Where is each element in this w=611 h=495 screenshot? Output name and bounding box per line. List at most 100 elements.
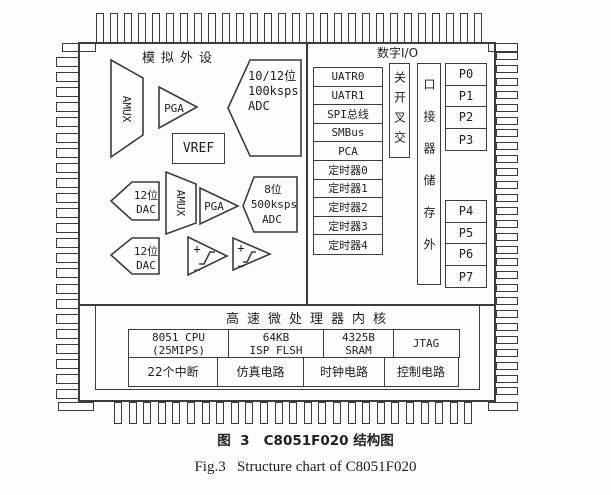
core-cell-clock-circuit: 时钟电路: [303, 357, 385, 387]
chip-pin: [496, 219, 518, 228]
adc12-line2: 100ksps: [248, 84, 299, 98]
analog-digital-divider: [306, 42, 308, 306]
external-memory-interface-label: 口接器储存外: [422, 78, 436, 270]
chip-pin: [496, 245, 518, 254]
digital-peripherals-stack: UATR0 UATR1 SPI总线 SMBus PCA 定时器0 定时器1 定时…: [313, 67, 383, 255]
external-memory-interface-block: 口接器储存外: [417, 63, 441, 285]
chip-pin: [496, 116, 518, 125]
chip-pin: [347, 402, 356, 424]
port-p2: P2: [446, 107, 486, 129]
figure-caption-english: Fig.3 Structure chart of C8051F020: [194, 459, 417, 475]
chip-pin: [496, 168, 518, 177]
core-cell-sram-line1: 4325B: [341, 330, 376, 344]
pga2-shape: [199, 186, 240, 226]
chip-package-outline: [78, 42, 496, 402]
comparator1-hysteresis-icon: [199, 251, 215, 265]
amux1-shape: [110, 58, 144, 159]
amux1-label: AMUX: [120, 96, 133, 123]
dac1-shape: [109, 181, 160, 221]
peripheral-uart0: UATR0: [314, 68, 382, 87]
chip-pin: [274, 402, 283, 424]
chip-pin: [496, 284, 518, 293]
chip-pin: [496, 232, 518, 241]
core-cell-jtag: JTAG: [392, 329, 460, 358]
chip-pin: [496, 297, 518, 306]
digital-io-title: 数字I/O: [376, 46, 419, 60]
core-cell-debug-circuit: 仿真电路: [216, 357, 305, 387]
port-p0: P0: [446, 64, 486, 86]
core-cell-sram-line2: SRAM: [345, 343, 372, 357]
chip-pin: [289, 402, 298, 424]
dac1-line1: 12位: [134, 188, 158, 202]
peripheral-timer2: 定时器2: [314, 198, 382, 217]
figure-caption-chinese: 图 3 C8051F020 结构图: [217, 433, 394, 449]
chip-pin: [230, 402, 239, 424]
core-cell-8051-cpu-line1: 8051 CPU: [152, 330, 205, 344]
chip-pin: [187, 402, 195, 424]
adc12-line3: ADC: [248, 99, 270, 113]
crossbar-switch-label: 关开叉交: [392, 70, 407, 151]
peripheral-timer0: 定时器0: [314, 161, 382, 180]
comparator2-plus: +: [237, 241, 244, 255]
chip-pin: [260, 402, 268, 424]
peripheral-timer3: 定时器3: [314, 217, 382, 236]
port-p7: P7: [458, 269, 474, 284]
chip-pin: [496, 77, 518, 86]
chip-pin: [496, 258, 518, 267]
comparator1-minus: −: [193, 263, 200, 277]
comparator2-minus: −: [237, 259, 244, 273]
peripheral-uart1: UATR1: [314, 87, 382, 106]
analog-peripherals-title: 模拟外设: [141, 51, 218, 66]
chip-pin: [496, 193, 518, 202]
chip-pin: [496, 206, 518, 215]
chip-pin: [333, 402, 341, 424]
port-p3: P3: [458, 132, 474, 147]
chip-pin: [496, 90, 518, 99]
core-cell-interrupts: 22个中断: [128, 357, 218, 387]
chip-pin: [58, 402, 94, 411]
chip-pin: [318, 402, 327, 424]
peripheral-timer1: 定时器1: [314, 180, 382, 199]
chip-pin: [496, 271, 518, 280]
core-row2: 22个中断 仿真电路 时钟电路 控制电路: [128, 357, 459, 387]
chip-pin: [496, 129, 518, 138]
chip-pin: [362, 402, 371, 424]
chip-pin: [201, 402, 210, 424]
amux2-label: AMUX: [174, 190, 187, 217]
core-cell-8051-cpu: 8051 CPU (25MIPS): [128, 329, 229, 358]
dac2-line2: DAC: [136, 259, 156, 272]
dac2-line1: 12位: [134, 244, 158, 258]
chip-pin: [406, 402, 414, 424]
chip-pin: [496, 310, 518, 318]
chip-pin: [496, 361, 518, 370]
adc-12bit-shape: [227, 59, 302, 157]
chip-pin: [496, 64, 518, 73]
chip-pin: [449, 402, 458, 424]
chip-pin: [496, 387, 518, 396]
chip-pin: [496, 181, 518, 189]
comparator1-plus: +: [193, 242, 200, 256]
chip-pin: [172, 402, 181, 424]
chip-pin: [496, 103, 518, 112]
chip-pin: [420, 402, 429, 424]
chip-pin: [435, 402, 444, 424]
chip-pin: [391, 402, 400, 424]
core-cell-sram: 4325B SRAM: [323, 329, 394, 358]
adc8-line2: 500ksps: [251, 198, 297, 211]
chip-pin: [496, 335, 518, 344]
cpu-core-title: 高速微处理器内核: [225, 312, 394, 327]
chip-pin: [496, 142, 518, 151]
dac2-shape: [109, 237, 160, 275]
core-cell-flash-line1: 64KB: [262, 330, 290, 344]
chip-pin: [376, 402, 385, 424]
chip-pin: [488, 43, 518, 52]
chip-pin: [143, 402, 152, 424]
chip-pin: [303, 402, 312, 424]
core-cell-flash-line2: ISP FLSH: [249, 343, 303, 357]
chip-pin: [496, 348, 518, 357]
adc-8bit-shape: [242, 176, 298, 233]
peripheral-timer4: 定时器4: [328, 238, 368, 252]
adc8-line1: 8位: [264, 182, 282, 196]
core-row1: 8051 CPU (25MIPS) 64KB ISP FLSH 4325B SR…: [128, 329, 460, 358]
